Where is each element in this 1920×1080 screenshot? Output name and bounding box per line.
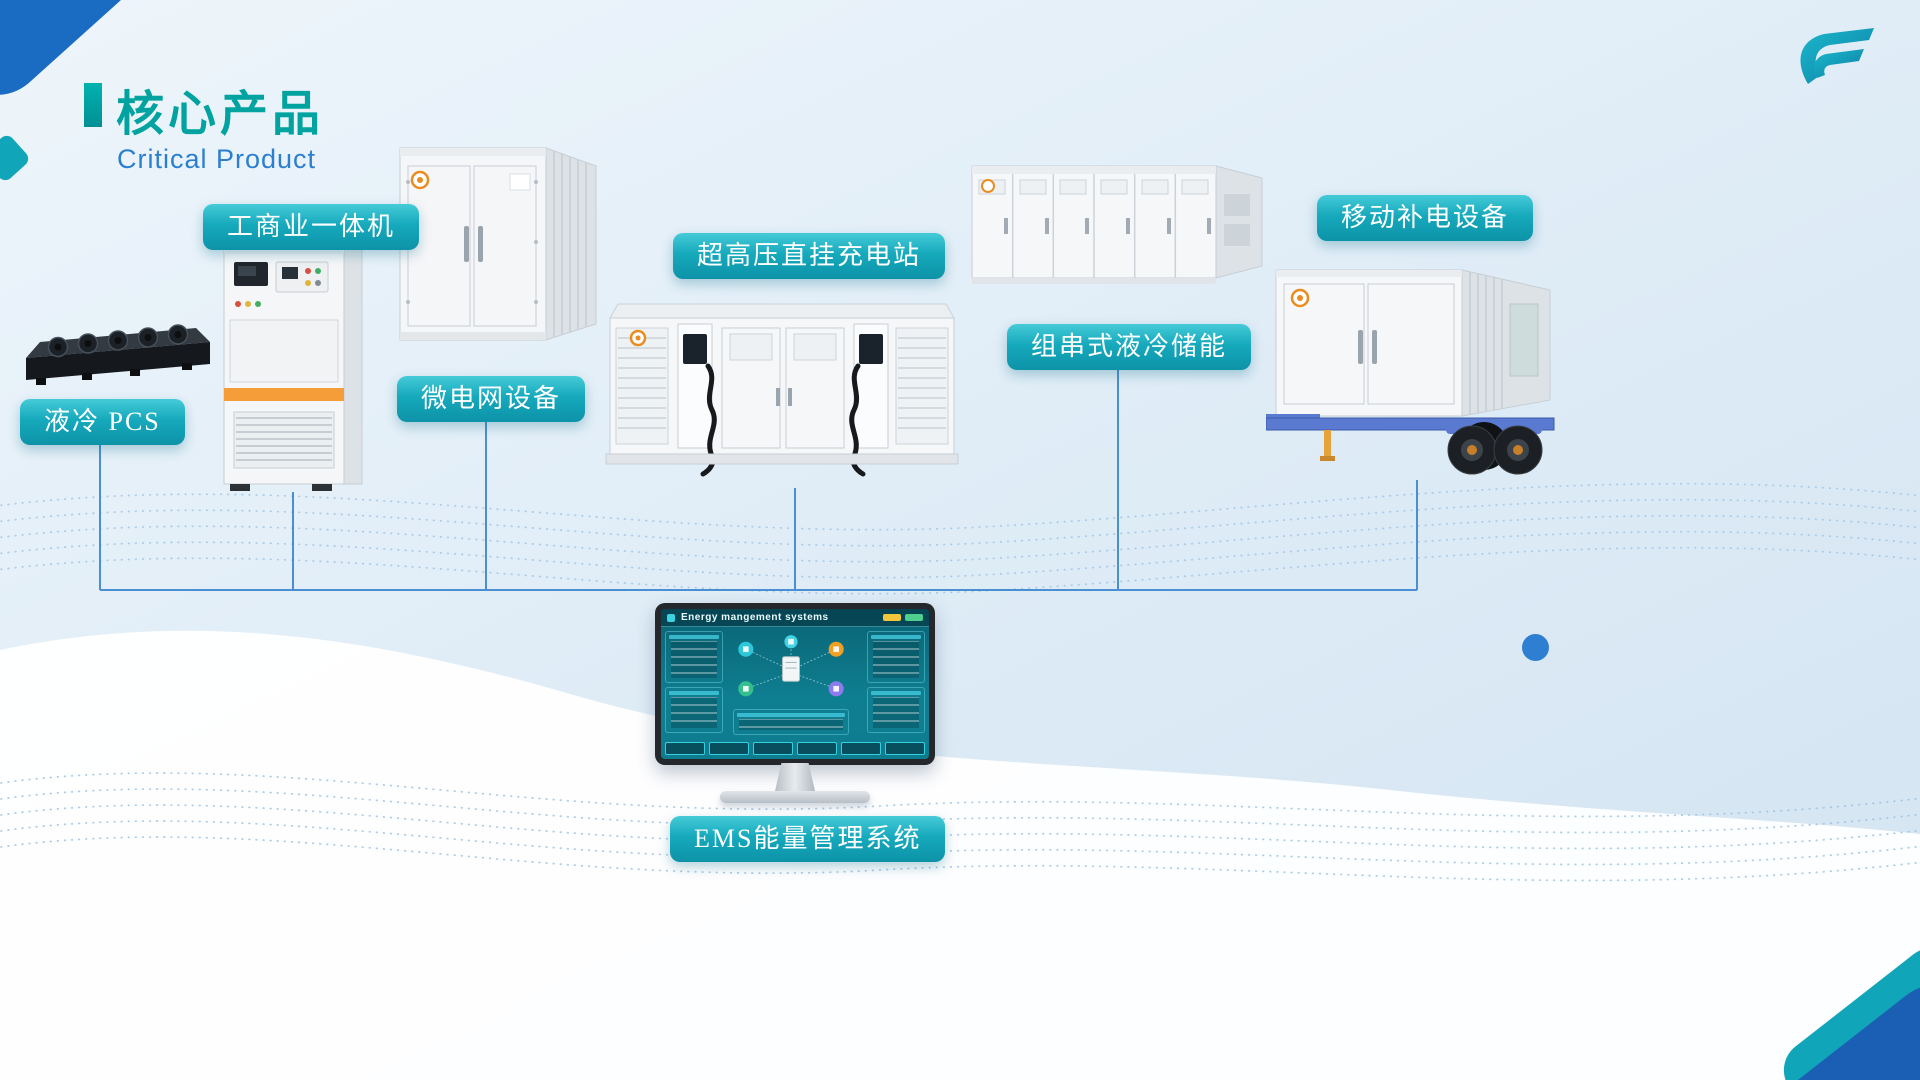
ems-button — [709, 742, 749, 755]
ems-screen-title: Energy mangement systems — [681, 612, 829, 623]
title-accent-bar — [84, 83, 102, 127]
mobile-recharging-illustration — [1266, 244, 1568, 480]
commercial-aio-cabinet-illustration — [218, 240, 368, 492]
ems-panel-top-left — [665, 631, 723, 683]
ems-logo-icon — [667, 613, 675, 622]
ems-flow-diagram — [738, 635, 844, 697]
title-block: 核心产品 Critical Product — [84, 74, 324, 175]
ems-mode-chips — [883, 614, 923, 621]
badge-microgrid-equipment: 微电网设备 — [397, 376, 586, 422]
mode-chip-green — [905, 614, 923, 621]
badge-commercial-aio: 工商业一体机 — [203, 204, 420, 250]
monitor-stand-base — [720, 791, 870, 803]
badge-uhv-charging-station: 超高压直挂充电站 — [673, 233, 946, 279]
badge-string-storage: 组串式液冷储能 — [1007, 324, 1252, 370]
mode-chip-yellow — [883, 614, 901, 621]
string-storage-illustration — [966, 142, 1268, 300]
microgrid-container-illustration — [392, 122, 604, 364]
ems-screen-header: Energy mangement systems — [661, 609, 929, 627]
ems-button — [797, 742, 837, 755]
ems-screen: Energy mangement systems — [661, 609, 929, 759]
corner-chip-teal-left — [0, 132, 32, 184]
ems-button — [753, 742, 793, 755]
monitor-frame: Energy mangement systems — [655, 603, 935, 765]
ems-button — [885, 742, 925, 755]
ems-button — [665, 742, 705, 755]
uhv-charging-station-illustration — [598, 290, 966, 488]
blue-dot-decoration — [1522, 634, 1549, 661]
ems-button — [841, 742, 881, 755]
badge-mobile-recharging: 移动补电设备 — [1317, 195, 1534, 241]
page-subtitle: Critical Product — [117, 144, 317, 174]
liquid-cooled-pcs-illustration — [20, 312, 220, 397]
ems-button-row — [665, 742, 925, 755]
ems-monitor: Energy mangement systems — [655, 603, 935, 803]
badge-liquid-cooled-pcs: 液冷 PCS — [20, 399, 185, 445]
ems-panel-bottom-left — [665, 687, 723, 733]
brand-logo-icon — [1800, 28, 1874, 84]
brand-logo — [1786, 26, 1882, 95]
ems-panel-bottom-right — [867, 687, 925, 733]
ems-panel-center-bottom — [733, 709, 849, 735]
badge-ems-system: EMS能量管理系统 — [670, 816, 946, 862]
ems-panel-top-right — [867, 631, 925, 683]
monitor-stand-neck — [775, 763, 815, 791]
page-title: 核心产品 — [116, 88, 325, 141]
